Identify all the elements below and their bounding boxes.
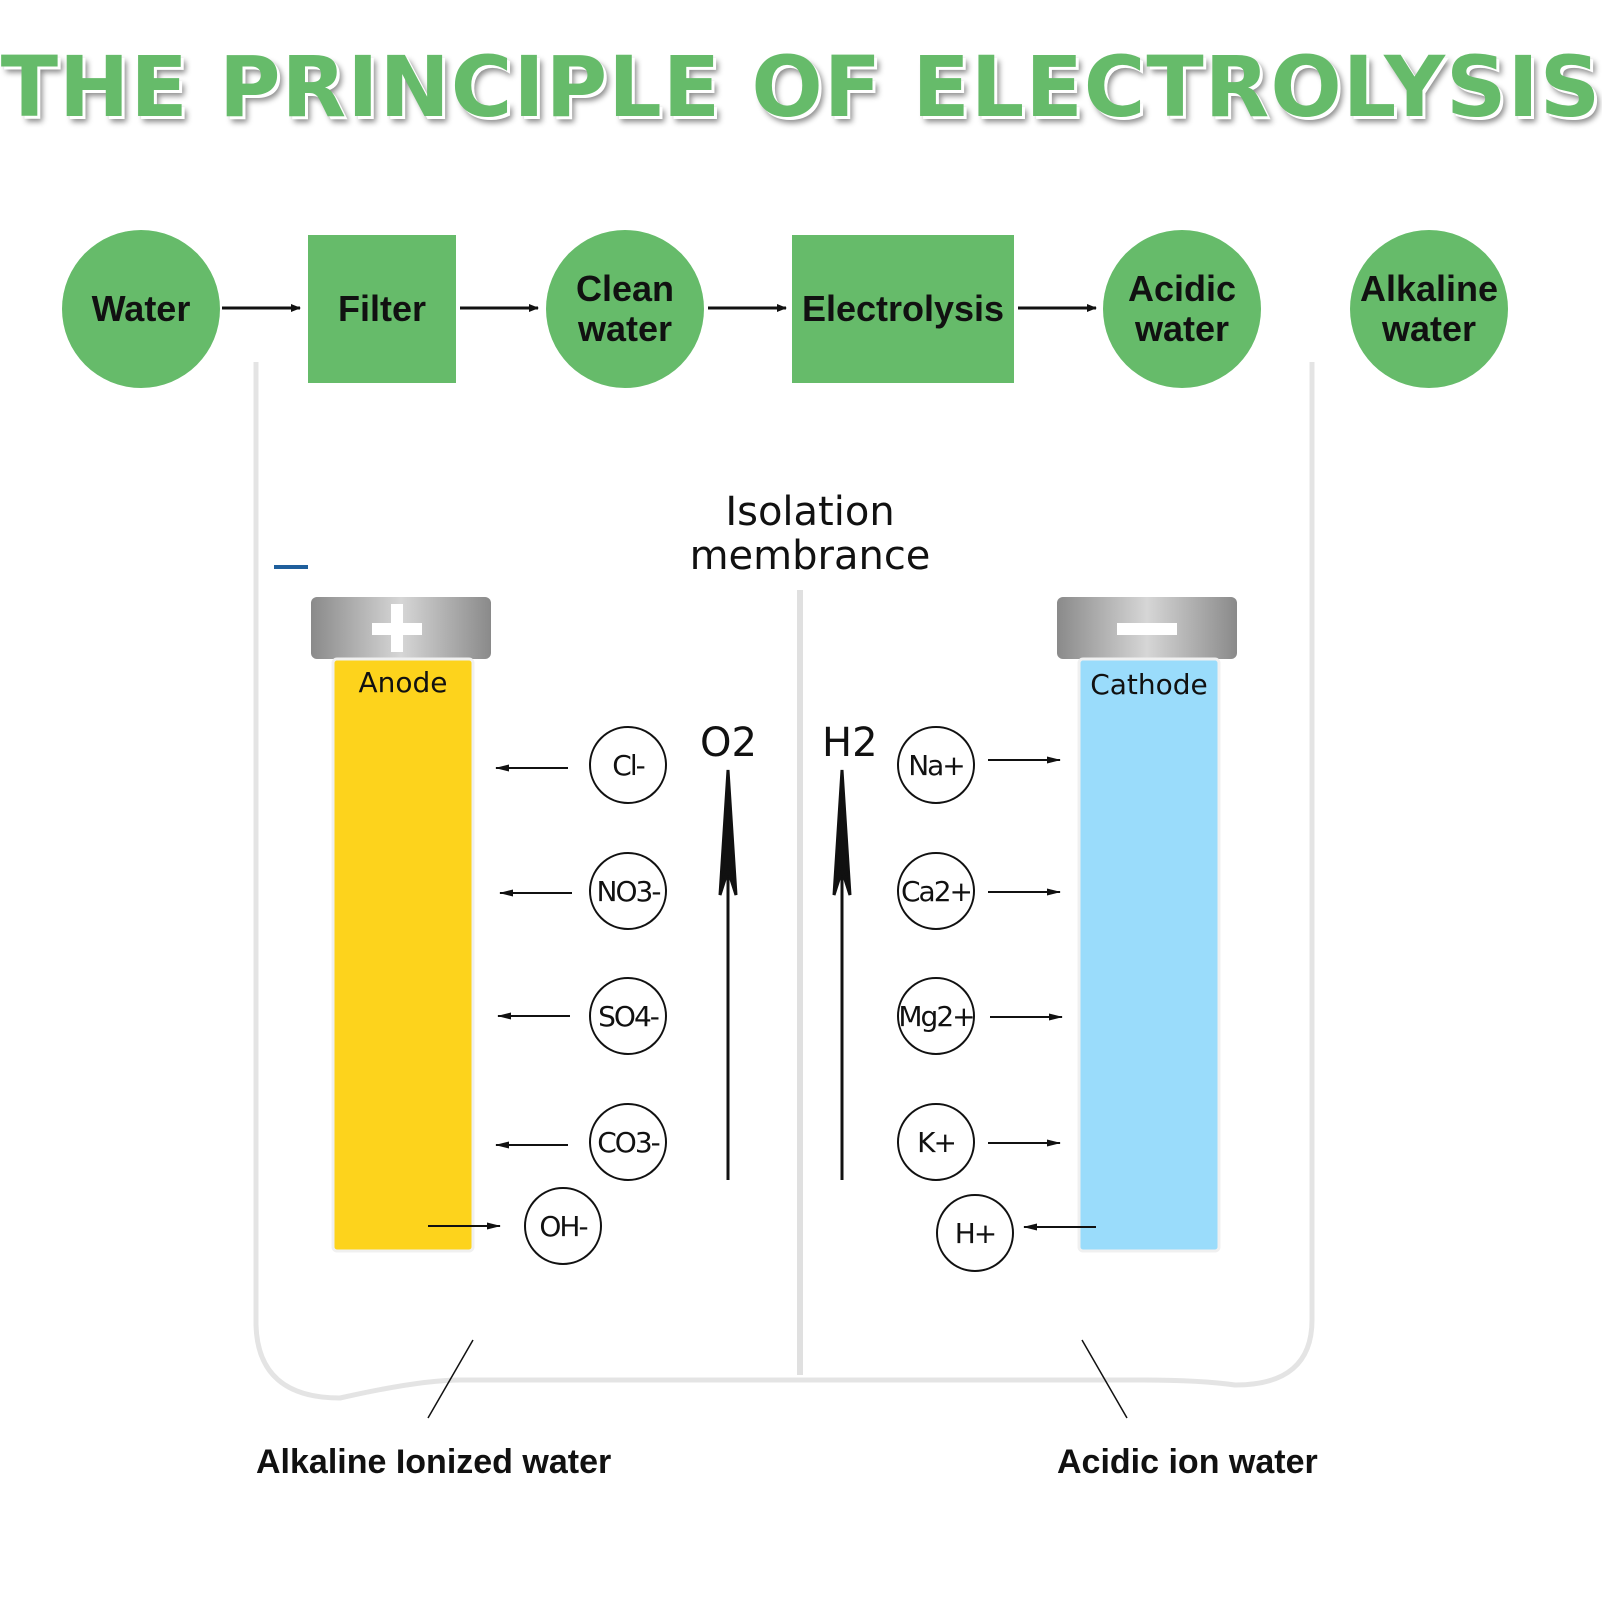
acidic-ion-water-label: Acidic ion water [1057,1443,1318,1481]
anion-arrows [428,764,572,1230]
flow-node-filter: Filter [308,235,456,383]
oh-ion-circle: OH- [524,1187,602,1265]
acidic-pointer-line [1081,1339,1128,1419]
cathode-minus [1117,623,1177,635]
flow-node-electrolysis: Electrolysis [792,235,1014,383]
anode-electrode [331,657,475,1253]
cell-container-outline [253,362,1315,1401]
anode-plus-v [391,604,403,652]
anode-label: Anode [358,666,448,699]
cathode-electrode [1077,657,1221,1253]
anion-circle: Cl- [589,726,667,804]
gas-arrows [718,769,852,1180]
cation-circle: Ca2+ [897,852,975,930]
flow-node-water: Water [62,230,220,388]
cation-arrows [988,756,1096,1231]
anion-circle: NO3- [589,852,667,930]
flow-node-acidic-water: Acidic water [1103,230,1261,388]
alkaline-ionized-water-label: Alkaline Ionized water [256,1443,612,1481]
cation-circle: K+ [897,1103,975,1181]
alkaline-pointer-line [427,1339,474,1419]
flow-node-alkaline-water: Alkaline water [1350,230,1508,388]
o2-arrow-head [718,769,738,896]
h2-arrow-head [832,769,852,896]
cathode-label: Cathode [1090,668,1208,701]
o2-label: O2 [700,720,757,766]
anion-circle: CO3- [589,1103,667,1181]
flow-node-clean-water: Clean water [546,230,704,388]
h2-label: H2 [822,720,878,766]
page-title: THE PRINCIPLE OF ELECTROLYSIS [0,38,1602,136]
cation-circle: Na+ [897,726,975,804]
anion-circle: SO4- [589,977,667,1055]
cation-circle: Mg2+ [897,977,976,1055]
isolation-membrane-label: Isolation membrance [689,489,931,579]
h-ion-circle: H+ [936,1194,1014,1272]
